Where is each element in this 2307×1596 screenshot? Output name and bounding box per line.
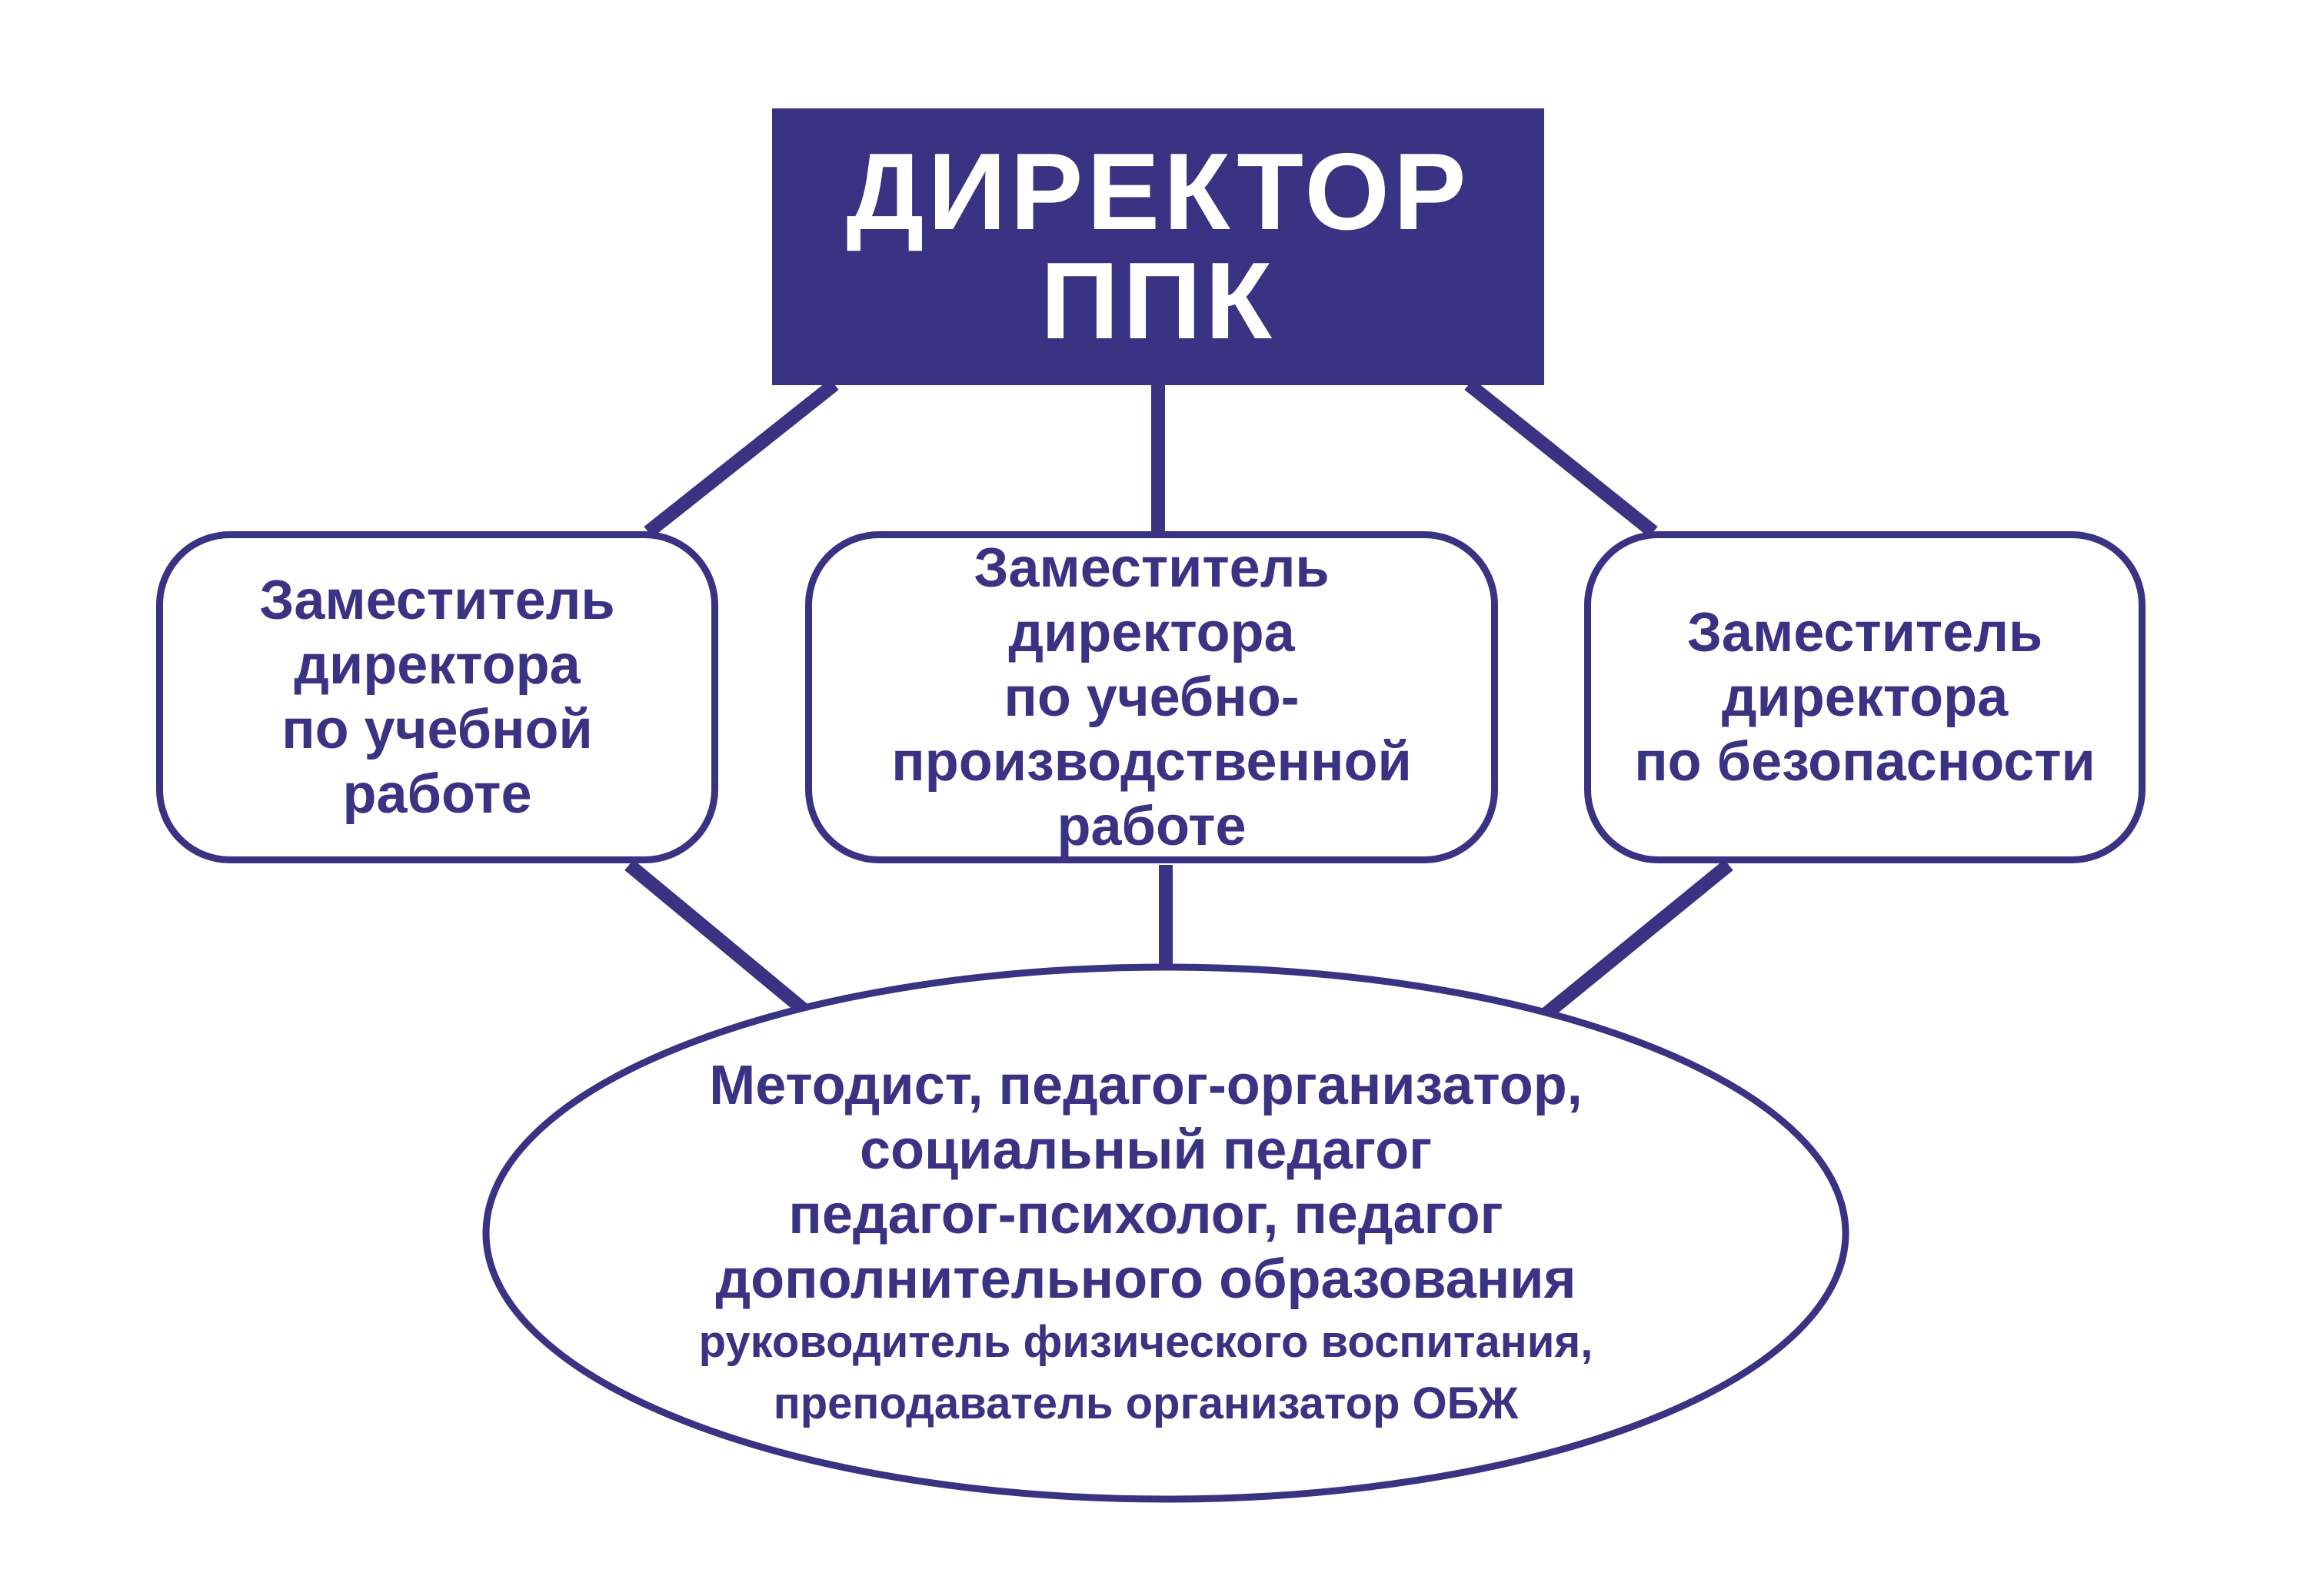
connector-director-to-deputy-1 [644,378,839,538]
deputy-academic-box: Заместитель директора по учебной работе [156,531,718,863]
deputy-safety-line-1: Заместитель [1686,602,2043,663]
deputy-production-line-1: Заместитель [974,537,1330,599]
deputy-production-line-4: производственной [891,731,1412,793]
staff-line-1: Методист, педагог-организатор, [709,1055,1583,1116]
deputy-production-line-2: директора [1008,602,1295,663]
staff-line-5: руководитель физического воспитания, [698,1317,1593,1367]
staff-ellipse [482,963,1849,1503]
director-box: ДИРЕКТОР ППК [772,108,1544,385]
deputy-academic-line-4: работе [342,763,532,825]
director-title-line-1: ДИРЕКТОР [846,131,1470,253]
deputy-production-box: Заместитель директора по учебно- произво… [805,531,1498,863]
deputy-production-line-5: работе [1057,796,1247,857]
staff-line-4: дополнительного образования [715,1249,1576,1310]
director-title-line-2: ППК [1040,240,1276,362]
deputy-safety-line-3: по безопасности [1634,731,2096,793]
connector-deputy-1-to-staff [624,860,818,1023]
deputy-production-line-3: по учебно- [1004,667,1300,728]
deputy-academic-line-2: директора [294,634,581,696]
deputy-academic-line-3: по учебной [281,699,593,760]
deputy-academic-line-1: Заместитель [259,570,615,631]
staff-line-2: социальный педагог [859,1119,1433,1181]
connector-deputy-3-to-staff [1540,860,1733,1020]
connector-director-to-deputy-3 [1464,378,1658,538]
deputy-safety-box: Заместитель директора по безопасности [1584,531,2146,863]
staff-line-6: преподаватель организатор ОБЖ [773,1378,1519,1428]
staff-line-3: педагог-психолог, педагог [788,1184,1503,1245]
staff-text: Методист, педагог-организатор, социальны… [538,1053,1753,1435]
deputy-safety-line-2: директора [1721,667,2009,728]
